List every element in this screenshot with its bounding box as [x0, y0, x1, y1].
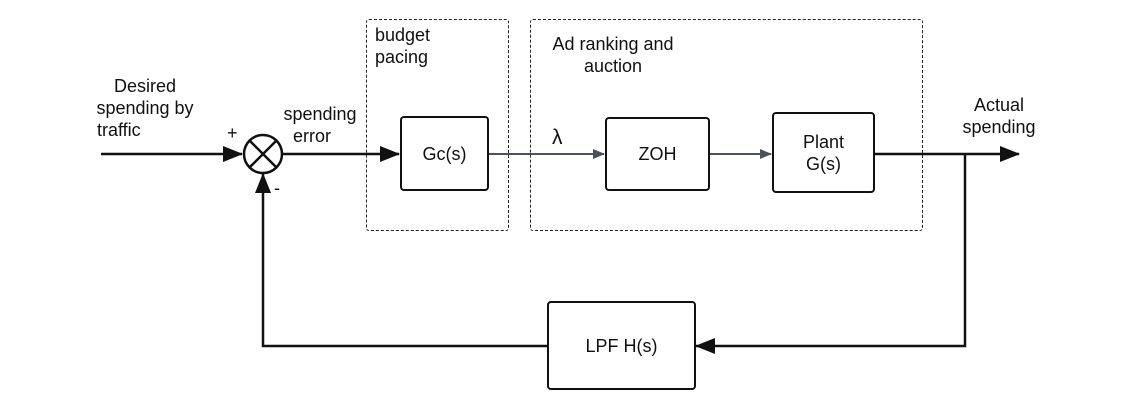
ad-ranking-group — [530, 19, 923, 231]
budget-pacing-label: budget pacing — [375, 25, 431, 67]
plant-label-line2: G(s) — [806, 153, 841, 174]
zoh-block: ZOH — [605, 117, 710, 191]
filter-block: LPF H(s) — [547, 301, 696, 390]
plant-label-line1: Plant — [802, 131, 845, 152]
feedback-path-to-junction — [255, 173, 547, 348]
input-label: Desired spending by traffic — [96, 76, 194, 140]
zoh-label: ZOH — [638, 144, 677, 164]
plant-block: Plant G(s) — [772, 112, 875, 193]
ad-ranking-label: Ad ranking and auction — [552, 34, 674, 76]
minus-sign: - — [274, 178, 280, 198]
budget-pacing-group — [366, 19, 509, 231]
controller-block: Gc(s) — [400, 116, 489, 191]
lambda-label: λ — [552, 126, 563, 149]
output-label: Actual spending — [962, 95, 1036, 137]
spending-error-label: spending error — [283, 104, 357, 146]
controller-label: Gc(s) — [422, 143, 467, 164]
feedback-path-to-filter — [695, 154, 967, 354]
filter-label: LPF H(s) — [585, 335, 658, 356]
plus-sign: + — [227, 123, 238, 143]
